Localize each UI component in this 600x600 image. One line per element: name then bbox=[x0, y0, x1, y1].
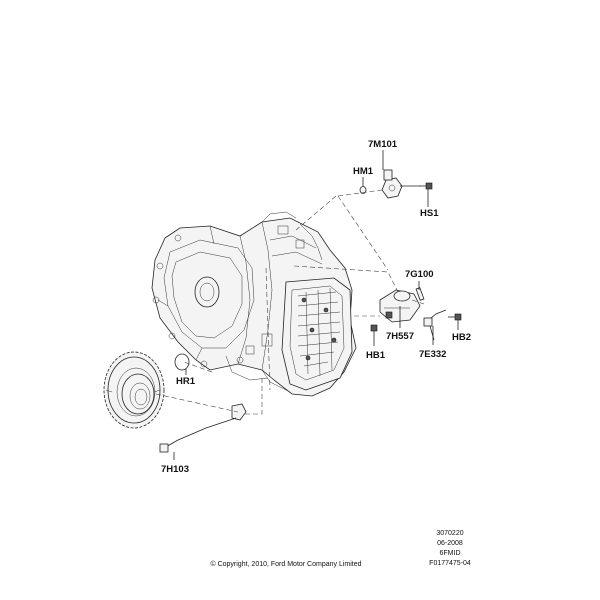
part-7M101-sensor bbox=[381, 169, 420, 199]
part-7H103-sensor bbox=[159, 403, 247, 453]
label-HB1: HB1 bbox=[366, 350, 386, 361]
label-7M101: 7M101 bbox=[368, 139, 398, 150]
part-output-gear bbox=[103, 351, 165, 429]
part-HB1-bolt bbox=[370, 324, 378, 346]
meta-date: 06-2008 bbox=[437, 540, 463, 547]
meta-model: 6FMID bbox=[440, 550, 461, 557]
label-7G100: 7G100 bbox=[405, 269, 434, 280]
part-HR1-ring bbox=[174, 353, 190, 371]
leader-lines bbox=[155, 189, 425, 415]
label-HB2: HB2 bbox=[452, 332, 471, 343]
label-HM1: HM1 bbox=[353, 166, 374, 177]
label-7H103: 7H103 bbox=[161, 464, 189, 475]
label-HS1: HS1 bbox=[420, 208, 439, 219]
meta-figure-id: F0177475-04 bbox=[429, 560, 471, 567]
meta-code: 3070220 bbox=[436, 530, 463, 537]
callout-leaders bbox=[173, 150, 459, 460]
part-7G100-pin bbox=[415, 287, 425, 301]
label-7H557: 7H557 bbox=[386, 331, 414, 342]
part-7H557-actuator bbox=[379, 289, 421, 323]
part-7E332-connector bbox=[423, 309, 447, 341]
copyright-notice: © Copyright, 2010, Ford Motor Company Li… bbox=[210, 560, 361, 568]
figure-metadata: 3070220 06-2008 6FMID F0177475-04 bbox=[429, 530, 471, 567]
part-HB2-bolt bbox=[448, 313, 462, 321]
label-7E332: 7E332 bbox=[419, 349, 446, 360]
label-HR1: HR1 bbox=[176, 376, 196, 387]
part-HS1-screw bbox=[419, 182, 433, 190]
transmission-case bbox=[151, 211, 357, 397]
part-HM1-nut bbox=[359, 186, 367, 194]
